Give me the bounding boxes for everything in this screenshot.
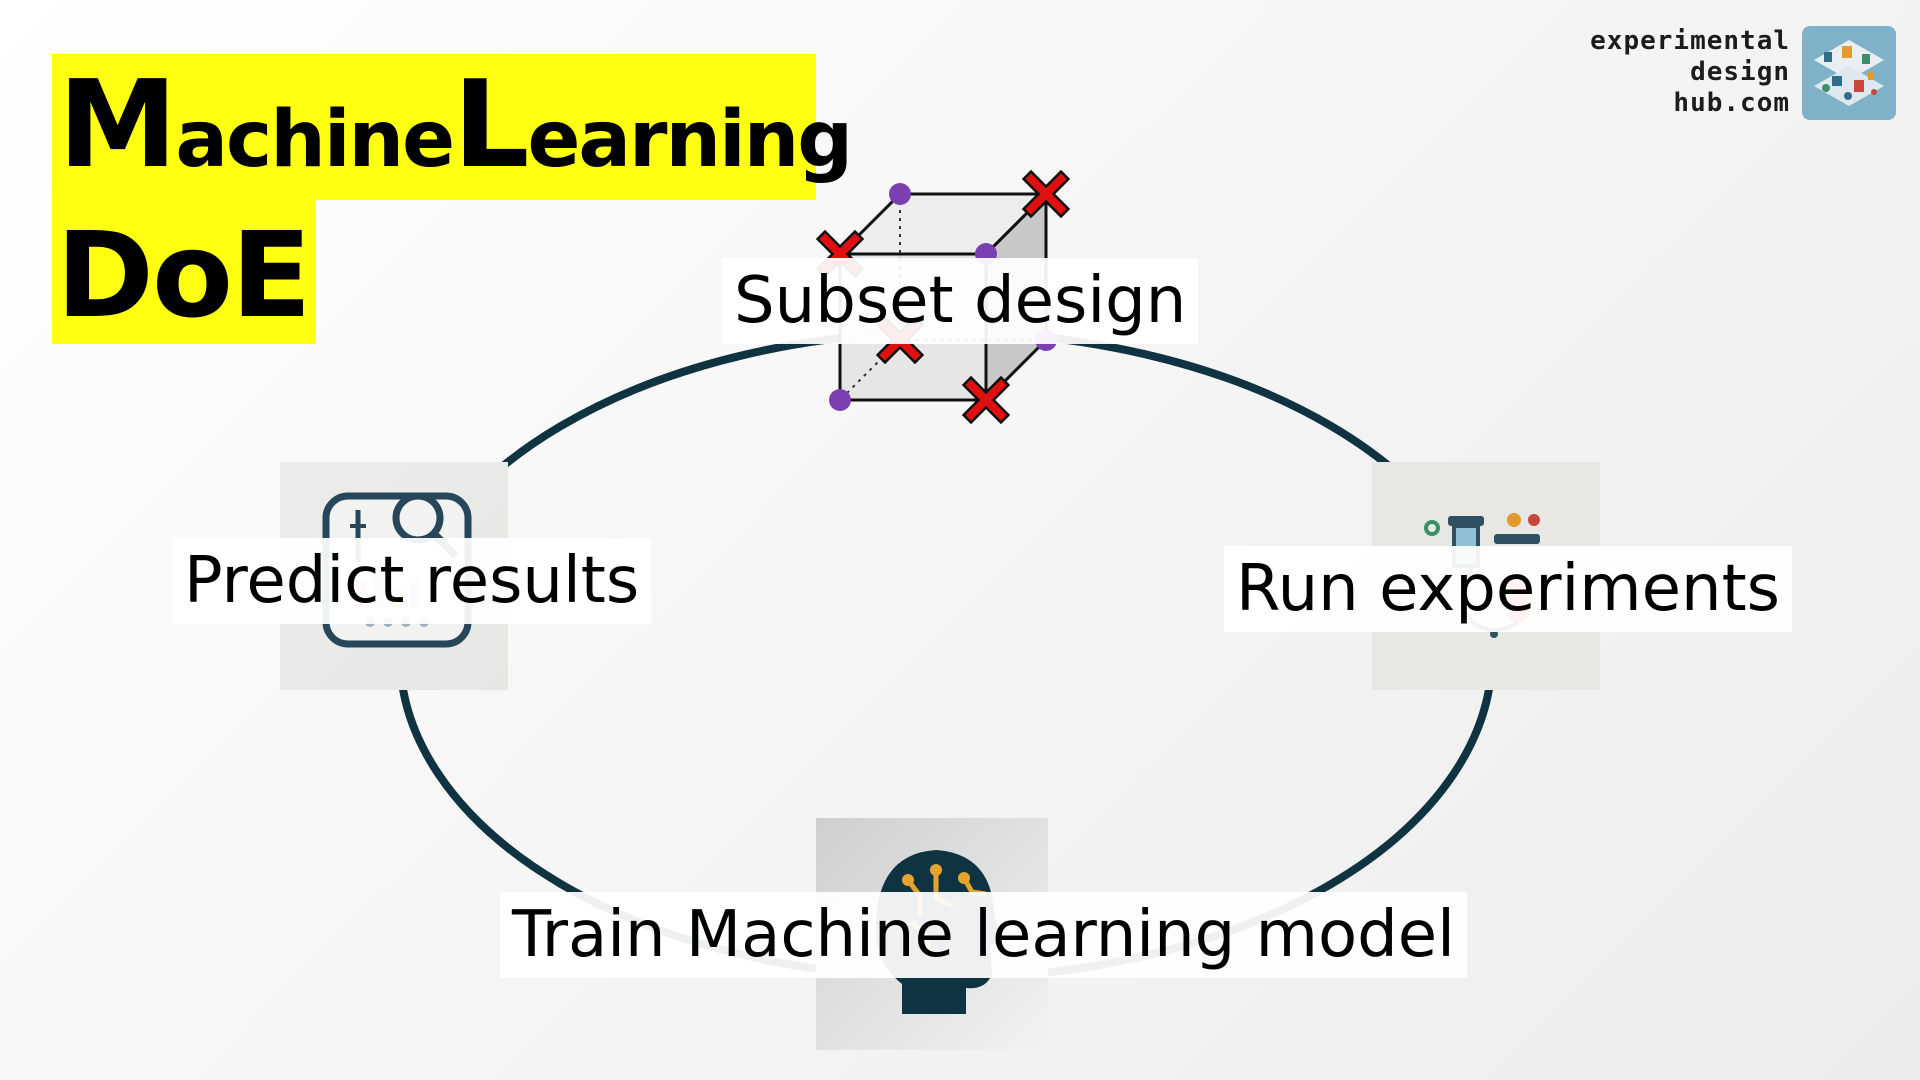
title-line2: DoE bbox=[56, 206, 312, 344]
title-highlight-line2 bbox=[52, 200, 316, 344]
step-label-train-model: Train Machine learning model bbox=[500, 892, 1467, 978]
isometric-lab-icon bbox=[1802, 26, 1896, 120]
design-point bbox=[829, 389, 851, 411]
step-label-predict-results: Predict results bbox=[172, 538, 652, 624]
step-label-run-experiments: Run experiments bbox=[1224, 546, 1792, 632]
title-initial-l: L bbox=[453, 56, 529, 195]
title-word-machine: achine bbox=[175, 95, 455, 185]
brand-line3: hub.com bbox=[1673, 88, 1790, 118]
brand-name: experimental design hub.com bbox=[1590, 26, 1790, 119]
title-initial-m: M bbox=[58, 56, 177, 195]
step-label-subset-design: Subset design bbox=[722, 258, 1199, 344]
title-highlight-line1 bbox=[52, 54, 816, 200]
title-line1: MachineLearning bbox=[58, 66, 853, 200]
title-word-learning: earning bbox=[527, 95, 853, 185]
brand-line2: design bbox=[1690, 57, 1790, 87]
brand-line1: experimental bbox=[1590, 26, 1790, 56]
design-point bbox=[889, 183, 911, 205]
cube-hidden-edge bbox=[839, 339, 901, 401]
